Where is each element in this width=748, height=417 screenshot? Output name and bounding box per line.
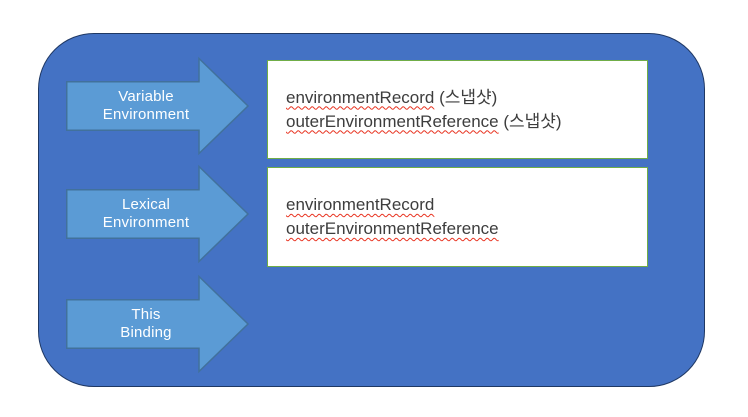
arrow-label-line: Environment — [102, 106, 190, 123]
code-text: outerEnvironmentReference — [286, 111, 499, 131]
arrow-label-this-binding: This Binding — [66, 275, 226, 373]
box-lexical-environment: environmentRecord outerEnvironmentRefere… — [267, 167, 648, 267]
arrow-label-line: Variable — [118, 88, 174, 105]
suffix-text: (스냅샷) — [498, 111, 562, 131]
box-line: environmentRecord (스냅샷) — [286, 86, 647, 110]
arrow-variable-environment: Variable Environment — [66, 56, 250, 156]
arrow-label-line: Environment — [102, 214, 190, 231]
arrow-label-line: Lexical — [121, 196, 171, 213]
arrow-label-line: Binding — [120, 324, 172, 341]
box-line: environmentRecord — [286, 193, 647, 217]
right-arrow-icon — [66, 56, 250, 156]
suffix-text: (스냅샷) — [434, 87, 498, 107]
arrow-label-variable-environment: Variable Environment — [66, 57, 226, 155]
right-arrow-icon — [66, 164, 250, 264]
code-text: environmentRecord — [286, 195, 435, 214]
code-text: environmentRecord — [286, 87, 435, 107]
right-arrow-icon — [66, 274, 250, 374]
arrow-lexical-environment: Lexical Environment — [66, 164, 250, 264]
arrow-label-lexical-environment: Lexical Environment — [66, 165, 226, 263]
box-line: outerEnvironmentReference (스냅샷) — [286, 110, 647, 134]
box-line: outerEnvironmentReference — [286, 217, 647, 241]
box-variable-environment: environmentRecord (스냅샷) outerEnvironment… — [267, 60, 648, 159]
arrow-label-line: This — [131, 306, 161, 323]
code-text: outerEnvironmentReference — [286, 219, 499, 238]
arrow-this-binding: This Binding — [66, 274, 250, 374]
